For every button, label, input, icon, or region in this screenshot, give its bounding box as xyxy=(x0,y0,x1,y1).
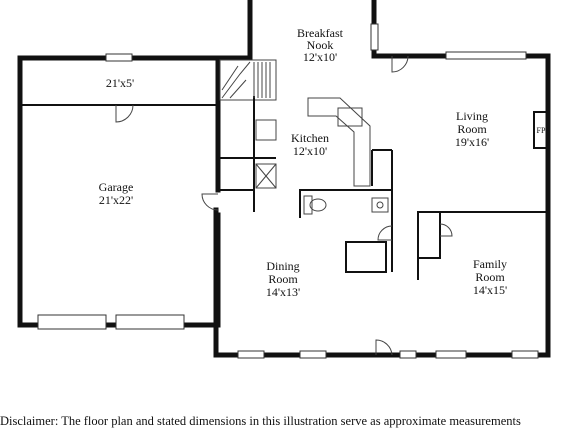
toilet-tank xyxy=(303,195,313,215)
living-room-dims: 19'x16' xyxy=(455,135,489,149)
door-icon xyxy=(201,193,219,211)
door-icon xyxy=(377,225,393,241)
dining-room-dims: 14'x13' xyxy=(266,285,300,299)
window xyxy=(115,314,185,330)
shower xyxy=(345,241,387,273)
stairs xyxy=(219,59,277,101)
bath-sink xyxy=(371,197,389,213)
windows xyxy=(37,23,539,359)
window xyxy=(370,23,379,51)
fridge xyxy=(255,163,277,189)
stove xyxy=(255,119,277,141)
fireplace-label: FP xyxy=(537,126,546,135)
garage-dims: 21'x22' xyxy=(99,193,133,207)
living-room-name-2: Room xyxy=(457,122,487,136)
family-room-name-2: Room xyxy=(475,270,505,284)
stair-wall xyxy=(253,96,276,159)
doors xyxy=(115,55,453,356)
family-closet xyxy=(418,212,441,259)
interior-walls xyxy=(20,55,548,328)
storage-dims: 21'x5' xyxy=(106,76,134,90)
kitchen-dims: 12'x10' xyxy=(293,144,327,158)
fireplace-icon xyxy=(533,111,549,149)
bath-sink-drain xyxy=(376,201,384,209)
window xyxy=(435,350,467,359)
kitchen-counters xyxy=(255,97,371,189)
door-icon xyxy=(375,339,393,356)
garage-name: Garage xyxy=(99,180,134,194)
door-icon xyxy=(115,104,134,123)
living-room-name-1: Living xyxy=(456,109,488,123)
dining-room-name-1: Dining xyxy=(266,259,299,273)
family-room-name-1: Family xyxy=(473,257,507,271)
bath-fixtures xyxy=(303,195,389,215)
toilet-icon xyxy=(309,198,327,212)
door-icon xyxy=(391,55,409,73)
window xyxy=(299,350,327,359)
l-counter xyxy=(307,97,371,187)
kitchen-name: Kitchen xyxy=(291,131,329,145)
room-labels: Breakfast Nook 12'x10' Kitchen 12'x10' L… xyxy=(99,26,507,299)
family-room-dims: 14'x15' xyxy=(473,283,507,297)
window xyxy=(105,53,133,62)
dining-room-name-2: Room xyxy=(268,272,298,286)
window xyxy=(399,350,417,359)
sink xyxy=(337,107,363,127)
disclaimer-text: Disclaimer: The floor plan and stated di… xyxy=(0,414,521,428)
window xyxy=(445,51,527,60)
window xyxy=(511,350,539,359)
breakfast-nook-dims: 12'x10' xyxy=(303,50,337,64)
garage-wall xyxy=(17,55,253,328)
breakfast-nook-name-1: Breakfast xyxy=(297,26,344,40)
window xyxy=(237,350,265,359)
window xyxy=(37,314,107,330)
door-icon xyxy=(439,223,453,237)
breakfast-right-wall xyxy=(371,0,551,59)
kitchen-island-wall xyxy=(299,189,392,218)
breakfast-nook-name-2: Nook xyxy=(307,38,334,52)
stair-treads xyxy=(221,61,271,99)
